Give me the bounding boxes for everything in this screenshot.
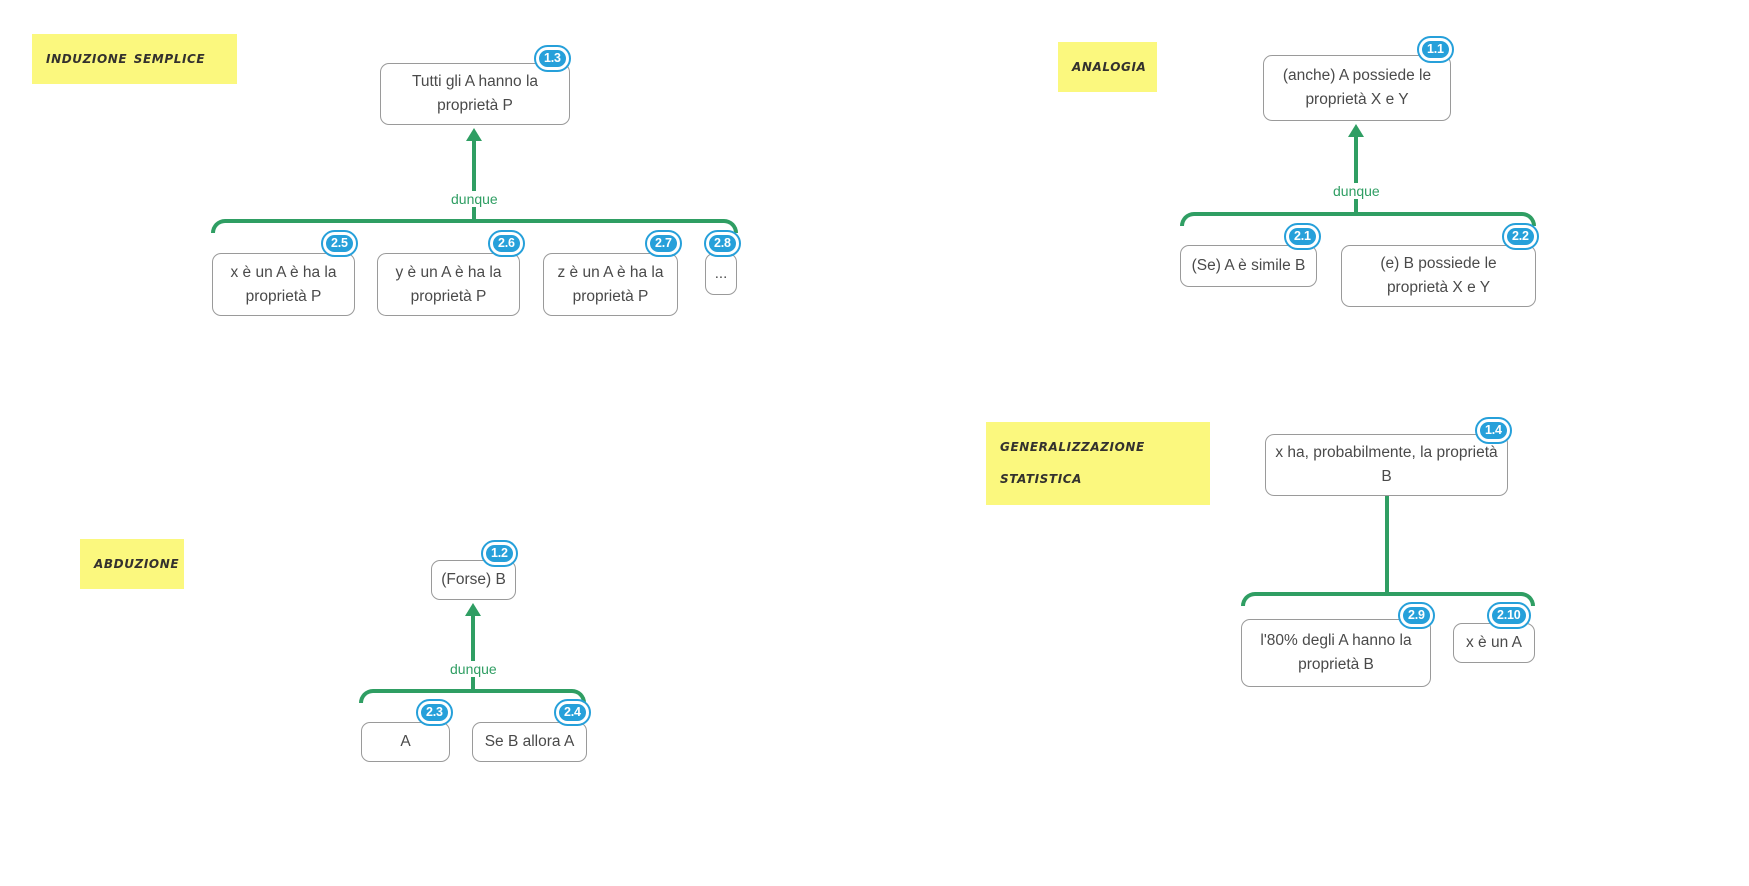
claim-text: l'80% degli A hanno la proprietà B: [1260, 632, 1412, 673]
badge-2-5[interactable]: 2.5: [321, 230, 358, 257]
connector-line-abduzione: [471, 615, 475, 691]
section-label-induzione: Induzione semplice: [32, 34, 237, 85]
claim-text: x ha, probabilmente, la proprietà B: [1275, 444, 1498, 485]
section-label-abduzione: Abduzione: [80, 539, 184, 590]
premise-bracket-generalizzazione: [1241, 592, 1535, 606]
claim-text: Tutti gli A hanno la proprietà P: [411, 73, 539, 114]
badge-1-1[interactable]: 1.1: [1417, 36, 1454, 63]
claim-box-2-7[interactable]: z è un A è ha la proprietà P: [543, 253, 678, 316]
badge-1-3[interactable]: 1.3: [534, 45, 571, 72]
premise-bracket-analogia: [1180, 212, 1536, 226]
badge-2-10[interactable]: 2.10: [1487, 602, 1531, 629]
badge-2-7[interactable]: 2.7: [645, 230, 682, 257]
claim-box-1-3[interactable]: Tutti gli A hanno la proprietà P: [380, 63, 570, 125]
claim-text: Se B allora A: [484, 733, 575, 751]
claim-box-1-1[interactable]: (anche) A possiede le proprietà X e Y: [1263, 55, 1451, 121]
claim-box-2-9[interactable]: l'80% degli A hanno la proprietà B: [1241, 619, 1431, 687]
claim-box-2-6[interactable]: y è un A è ha la proprietà P: [377, 253, 520, 316]
premise-bracket-abduzione: [359, 689, 586, 703]
premise-bracket-induzione: [211, 219, 738, 233]
claim-text: x è un A è ha la proprietà P: [230, 263, 337, 305]
claim-text: A: [400, 733, 411, 751]
claim-box-2-3[interactable]: A: [361, 722, 450, 762]
badge-2-6[interactable]: 2.6: [488, 230, 525, 257]
claim-box-2-1[interactable]: (Se) A è simile B: [1180, 245, 1317, 287]
badge-2-8[interactable]: 2.8: [704, 230, 741, 257]
claim-box-2-10[interactable]: x è un A: [1453, 623, 1535, 663]
claim-text: (Se) A è simile B: [1191, 257, 1306, 275]
claim-box-1-4[interactable]: x ha, probabilmente, la proprietà B: [1265, 434, 1508, 496]
claim-text: x è un A: [1465, 634, 1522, 652]
badge-2-9[interactable]: 2.9: [1398, 602, 1435, 629]
badge-2-1[interactable]: 2.1: [1284, 223, 1321, 250]
connector-line-induzione: [472, 140, 476, 222]
section-label-analogia: Analogia: [1058, 42, 1157, 93]
claim-text: y è un A è ha la proprietà P: [395, 263, 502, 305]
arrow-head-induzione: [466, 128, 482, 141]
arrow-head-analogia: [1348, 124, 1364, 137]
claim-box-2-5[interactable]: x è un A è ha la proprietà P: [212, 253, 355, 316]
badge-1-4[interactable]: 1.4: [1475, 417, 1512, 444]
claim-text: z è un A è ha la proprietà P: [557, 263, 664, 305]
claim-text: (e) B possiede le proprietà X e Y: [1380, 255, 1497, 296]
claim-text: (anche) A possiede le proprietà X e Y: [1282, 67, 1432, 108]
connector-label-induzione: dunque: [446, 191, 503, 207]
badge-2-3[interactable]: 2.3: [416, 699, 453, 726]
badge-1-2[interactable]: 1.2: [481, 540, 518, 567]
connector-line-generalizzazione: [1385, 496, 1389, 596]
section-label-generalizzazione: Generalizzazione statistica: [986, 422, 1210, 505]
badge-2-2[interactable]: 2.2: [1502, 223, 1539, 250]
claim-box-2-8[interactable]: ...: [705, 253, 737, 295]
badge-2-4[interactable]: 2.4: [554, 699, 591, 726]
connector-label-abduzione: dunque: [445, 661, 502, 677]
claim-text: (Forse) B: [441, 571, 506, 589]
claim-box-2-2[interactable]: (e) B possiede le proprietà X e Y: [1341, 245, 1536, 307]
claim-box-2-4[interactable]: Se B allora A: [472, 722, 587, 762]
claim-text: ...: [714, 264, 728, 282]
connector-line-analogia: [1354, 136, 1358, 214]
arrow-head-abduzione: [465, 603, 481, 616]
claim-box-1-2[interactable]: (Forse) B: [431, 560, 516, 600]
connector-label-analogia: dunque: [1328, 183, 1385, 199]
